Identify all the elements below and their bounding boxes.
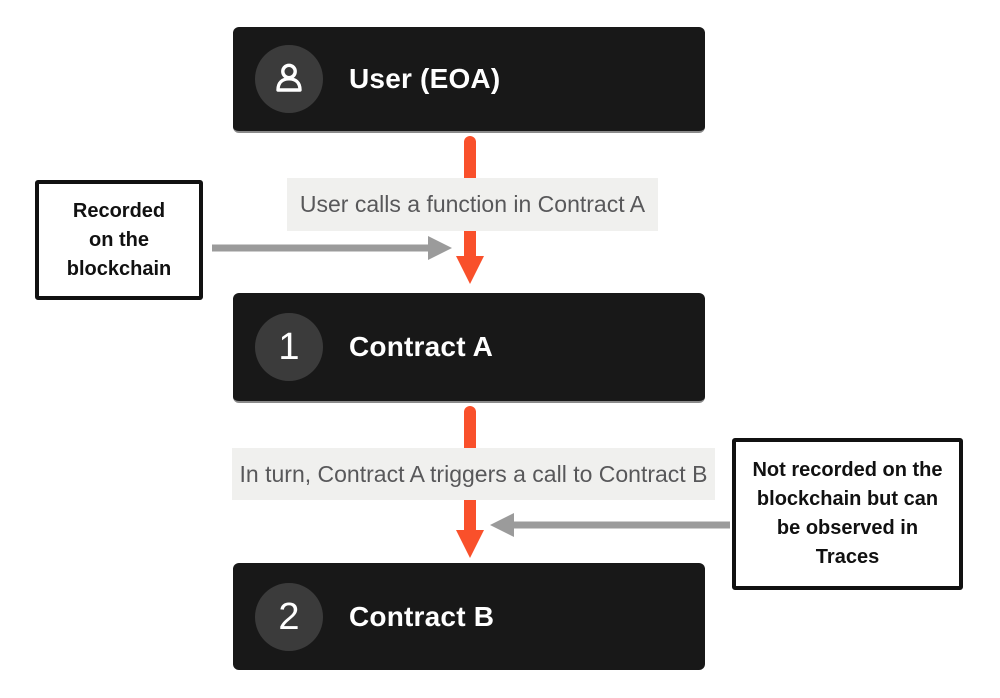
annotation-line: Not recorded on the [752, 459, 943, 481]
step-number: 1 [278, 326, 300, 368]
edge-label-user-call: User calls a function in Contract A [287, 178, 658, 231]
node-title: Contract A [349, 331, 494, 362]
node-contract-a: 1 Contract A [233, 293, 705, 403]
annotation-observed-in-traces: Not recorded on the blockchain but can b… [732, 438, 963, 590]
annotation-line: blockchain [66, 257, 172, 280]
annotation-line: on the [89, 228, 149, 251]
annotation-line: Recorded [72, 199, 166, 222]
edge-label-contract-a-call: In turn, Contract A triggers a call to C… [232, 448, 715, 500]
node-contract-b: 2 Contract B [233, 563, 705, 670]
annotation-line: blockchain but can [756, 488, 939, 510]
annotation-line: Traces [815, 546, 880, 568]
annotation-recorded-on-blockchain: Recorded on the blockchain [35, 180, 203, 300]
left-arrow-traces-annotation [490, 513, 730, 537]
step-1-badge: 1 [255, 313, 323, 381]
step-number: 2 [278, 595, 300, 638]
annotation-line: be observed in [776, 517, 919, 539]
user-icon [276, 63, 302, 92]
right-arrow-recorded-annotation [212, 236, 452, 260]
step-2-badge: 2 [255, 582, 323, 651]
node-title: User (EOA) [349, 63, 501, 94]
node-user-eoa: User (EOA) [233, 27, 705, 133]
node-title: Contract B [349, 600, 495, 632]
user-badge [255, 45, 323, 113]
